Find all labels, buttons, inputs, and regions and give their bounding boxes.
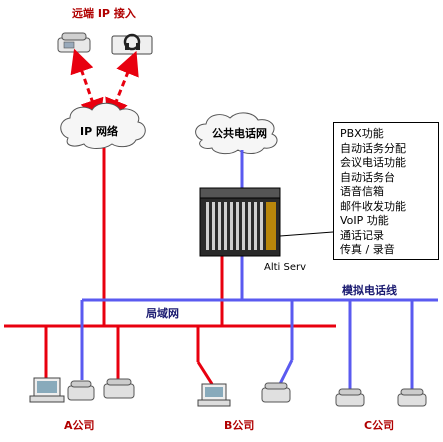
altiserv-server-icon [199,187,281,257]
lan-label: 局域网 [146,307,179,320]
feature-item: 传真 / 录音 [340,243,395,256]
company-a-label: A公司 [64,419,95,432]
ip-network-label: IP 网络 [80,125,118,138]
company-b-pc-icon [197,383,231,407]
feature-item: 自动话务台 [340,170,395,184]
remote-ip-phone-icon [57,32,91,53]
feature-item: 邮件收发功能 [340,199,406,213]
company-a-phone2-icon [103,378,135,399]
company-c-label: C公司 [364,419,395,432]
phone-lines [80,150,438,390]
feature-item: PBX功能 [340,127,384,140]
server-label: Alti Serv [264,262,307,273]
company-a-phone-icon [67,380,95,401]
remote-link-left [70,48,104,124]
feature-pointer [279,231,334,237]
remote-softphone-headset-icon [111,33,153,55]
analog-line-label: 模拟电话线 [342,284,397,297]
feature-item: 自动话务分配 [340,141,406,155]
remote-link-right [105,50,139,124]
company-c-phone1-icon [335,388,365,407]
company-b-phone-icon [261,382,291,403]
pstn-label: 公共电话网 [212,127,267,140]
remote-ip-label: 远端 IP 接入 [72,7,136,20]
company-b-label: B公司 [224,419,255,432]
ip-network-cloud [60,102,146,149]
feature-list-box: PBX功能 自动话务分配 会议电话功能 自动话务台 语音信箱 邮件收发功能 Vo… [333,122,439,260]
feature-item: 会议电话功能 [340,156,406,169]
feature-item: 通话记录 [340,228,384,242]
feature-item: 语音信箱 [340,185,384,198]
feature-item: VoIP 功能 [340,214,389,227]
company-a-pc-icon [29,377,65,403]
lan-lines [4,148,336,385]
company-c-phone2-icon [397,388,427,407]
pstn-cloud [195,112,278,155]
